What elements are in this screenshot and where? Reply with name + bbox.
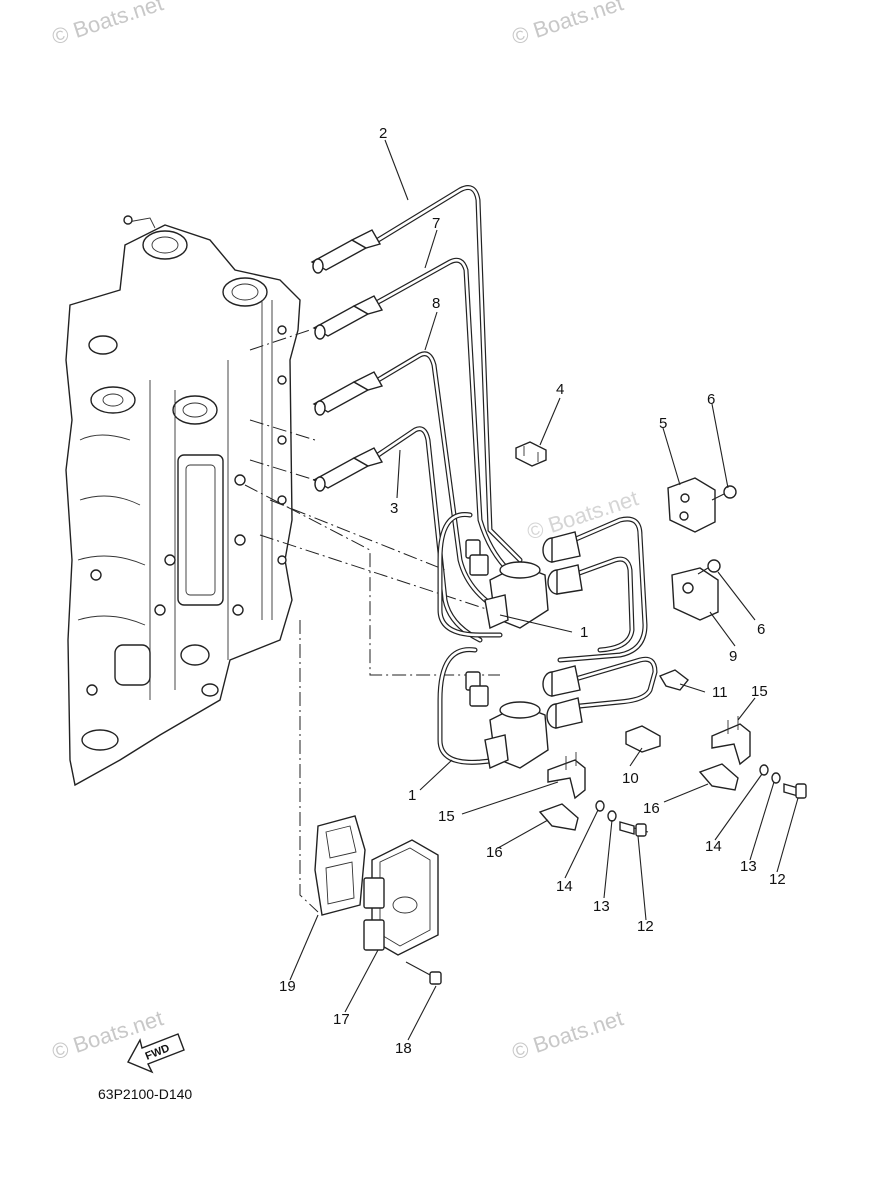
- spark-plug-lead-3: [375, 426, 483, 643]
- washer-part-13: [771, 772, 781, 784]
- callout-12: 12: [637, 918, 654, 935]
- callout-14: 14: [556, 878, 573, 895]
- leader-lines: [289, 139, 799, 1041]
- callout-1: 1: [408, 787, 416, 804]
- holder-part-16: [698, 763, 739, 791]
- callout-15: 15: [438, 808, 455, 825]
- callout-8: 8: [432, 295, 440, 312]
- washer-part-14: [759, 764, 769, 776]
- plug-cap: [310, 229, 382, 274]
- screw-part-6: [697, 559, 721, 575]
- callout-14: 14: [705, 838, 722, 855]
- gasket-part-19: [314, 815, 366, 916]
- clip-part-4: [515, 441, 547, 467]
- clip-part-10: [625, 725, 661, 753]
- watermark: © Boats.net: [509, 1005, 626, 1064]
- watermark: © Boats.net: [509, 0, 626, 50]
- plug-cap: [312, 371, 384, 416]
- callout-1: 1: [580, 624, 588, 641]
- spark-plug-lead-7: [375, 257, 523, 583]
- ignition-coil: [437, 647, 549, 770]
- callout-6: 6: [707, 391, 715, 408]
- callout-5: 5: [659, 415, 667, 432]
- callout-15: 15: [751, 683, 768, 700]
- callout-16: 16: [643, 800, 660, 817]
- callout-13: 13: [740, 858, 757, 875]
- washer-part-14: [595, 800, 605, 812]
- bracket-part-15: [547, 752, 586, 800]
- callout-2: 2: [379, 125, 387, 142]
- clip-part-11: [658, 669, 689, 691]
- plug-cap: [312, 447, 384, 492]
- bolt-part-18: [405, 961, 442, 985]
- bracket-part-15: [711, 716, 751, 766]
- spark-plug-lead-2: [375, 185, 523, 563]
- callout-labels: 1 1 2 3 4 5 6 6 7 8 9 10 11 12 12 13 13 …: [279, 125, 786, 1057]
- callout-11: 11: [712, 684, 728, 701]
- screw-part-6: [711, 485, 737, 501]
- callout-18: 18: [395, 1040, 412, 1057]
- bolt-part-12: [783, 783, 807, 799]
- washer-part-13: [607, 810, 617, 822]
- diagram-code: 63P2100-D140: [98, 1086, 192, 1102]
- callout-4: 4: [556, 381, 564, 398]
- coil-lead-loops: [552, 516, 658, 709]
- callout-3: 3: [390, 500, 398, 517]
- ignition-coil: [437, 512, 549, 638]
- holder-part-16: [538, 803, 579, 831]
- fwd-arrow-icon: FWD: [127, 1033, 185, 1074]
- watermark: © Boats.net: [49, 0, 166, 50]
- callout-9: 9: [729, 648, 737, 665]
- cdi-unit-part-17: [363, 839, 439, 956]
- engine-block: [65, 215, 301, 787]
- bracket-part-5: [667, 477, 716, 533]
- bracket-part-9: [671, 567, 719, 621]
- callout-12: 12: [769, 871, 786, 888]
- callout-13: 13: [593, 898, 610, 915]
- coil-boots: [542, 531, 583, 729]
- plug-cap: [312, 295, 384, 340]
- callout-10: 10: [622, 770, 639, 787]
- bolt-part-12: [619, 821, 649, 837]
- callout-16: 16: [486, 844, 503, 861]
- callout-6: 6: [757, 621, 765, 638]
- callout-19: 19: [279, 978, 296, 995]
- callout-7: 7: [432, 215, 440, 232]
- callout-17: 17: [333, 1011, 350, 1028]
